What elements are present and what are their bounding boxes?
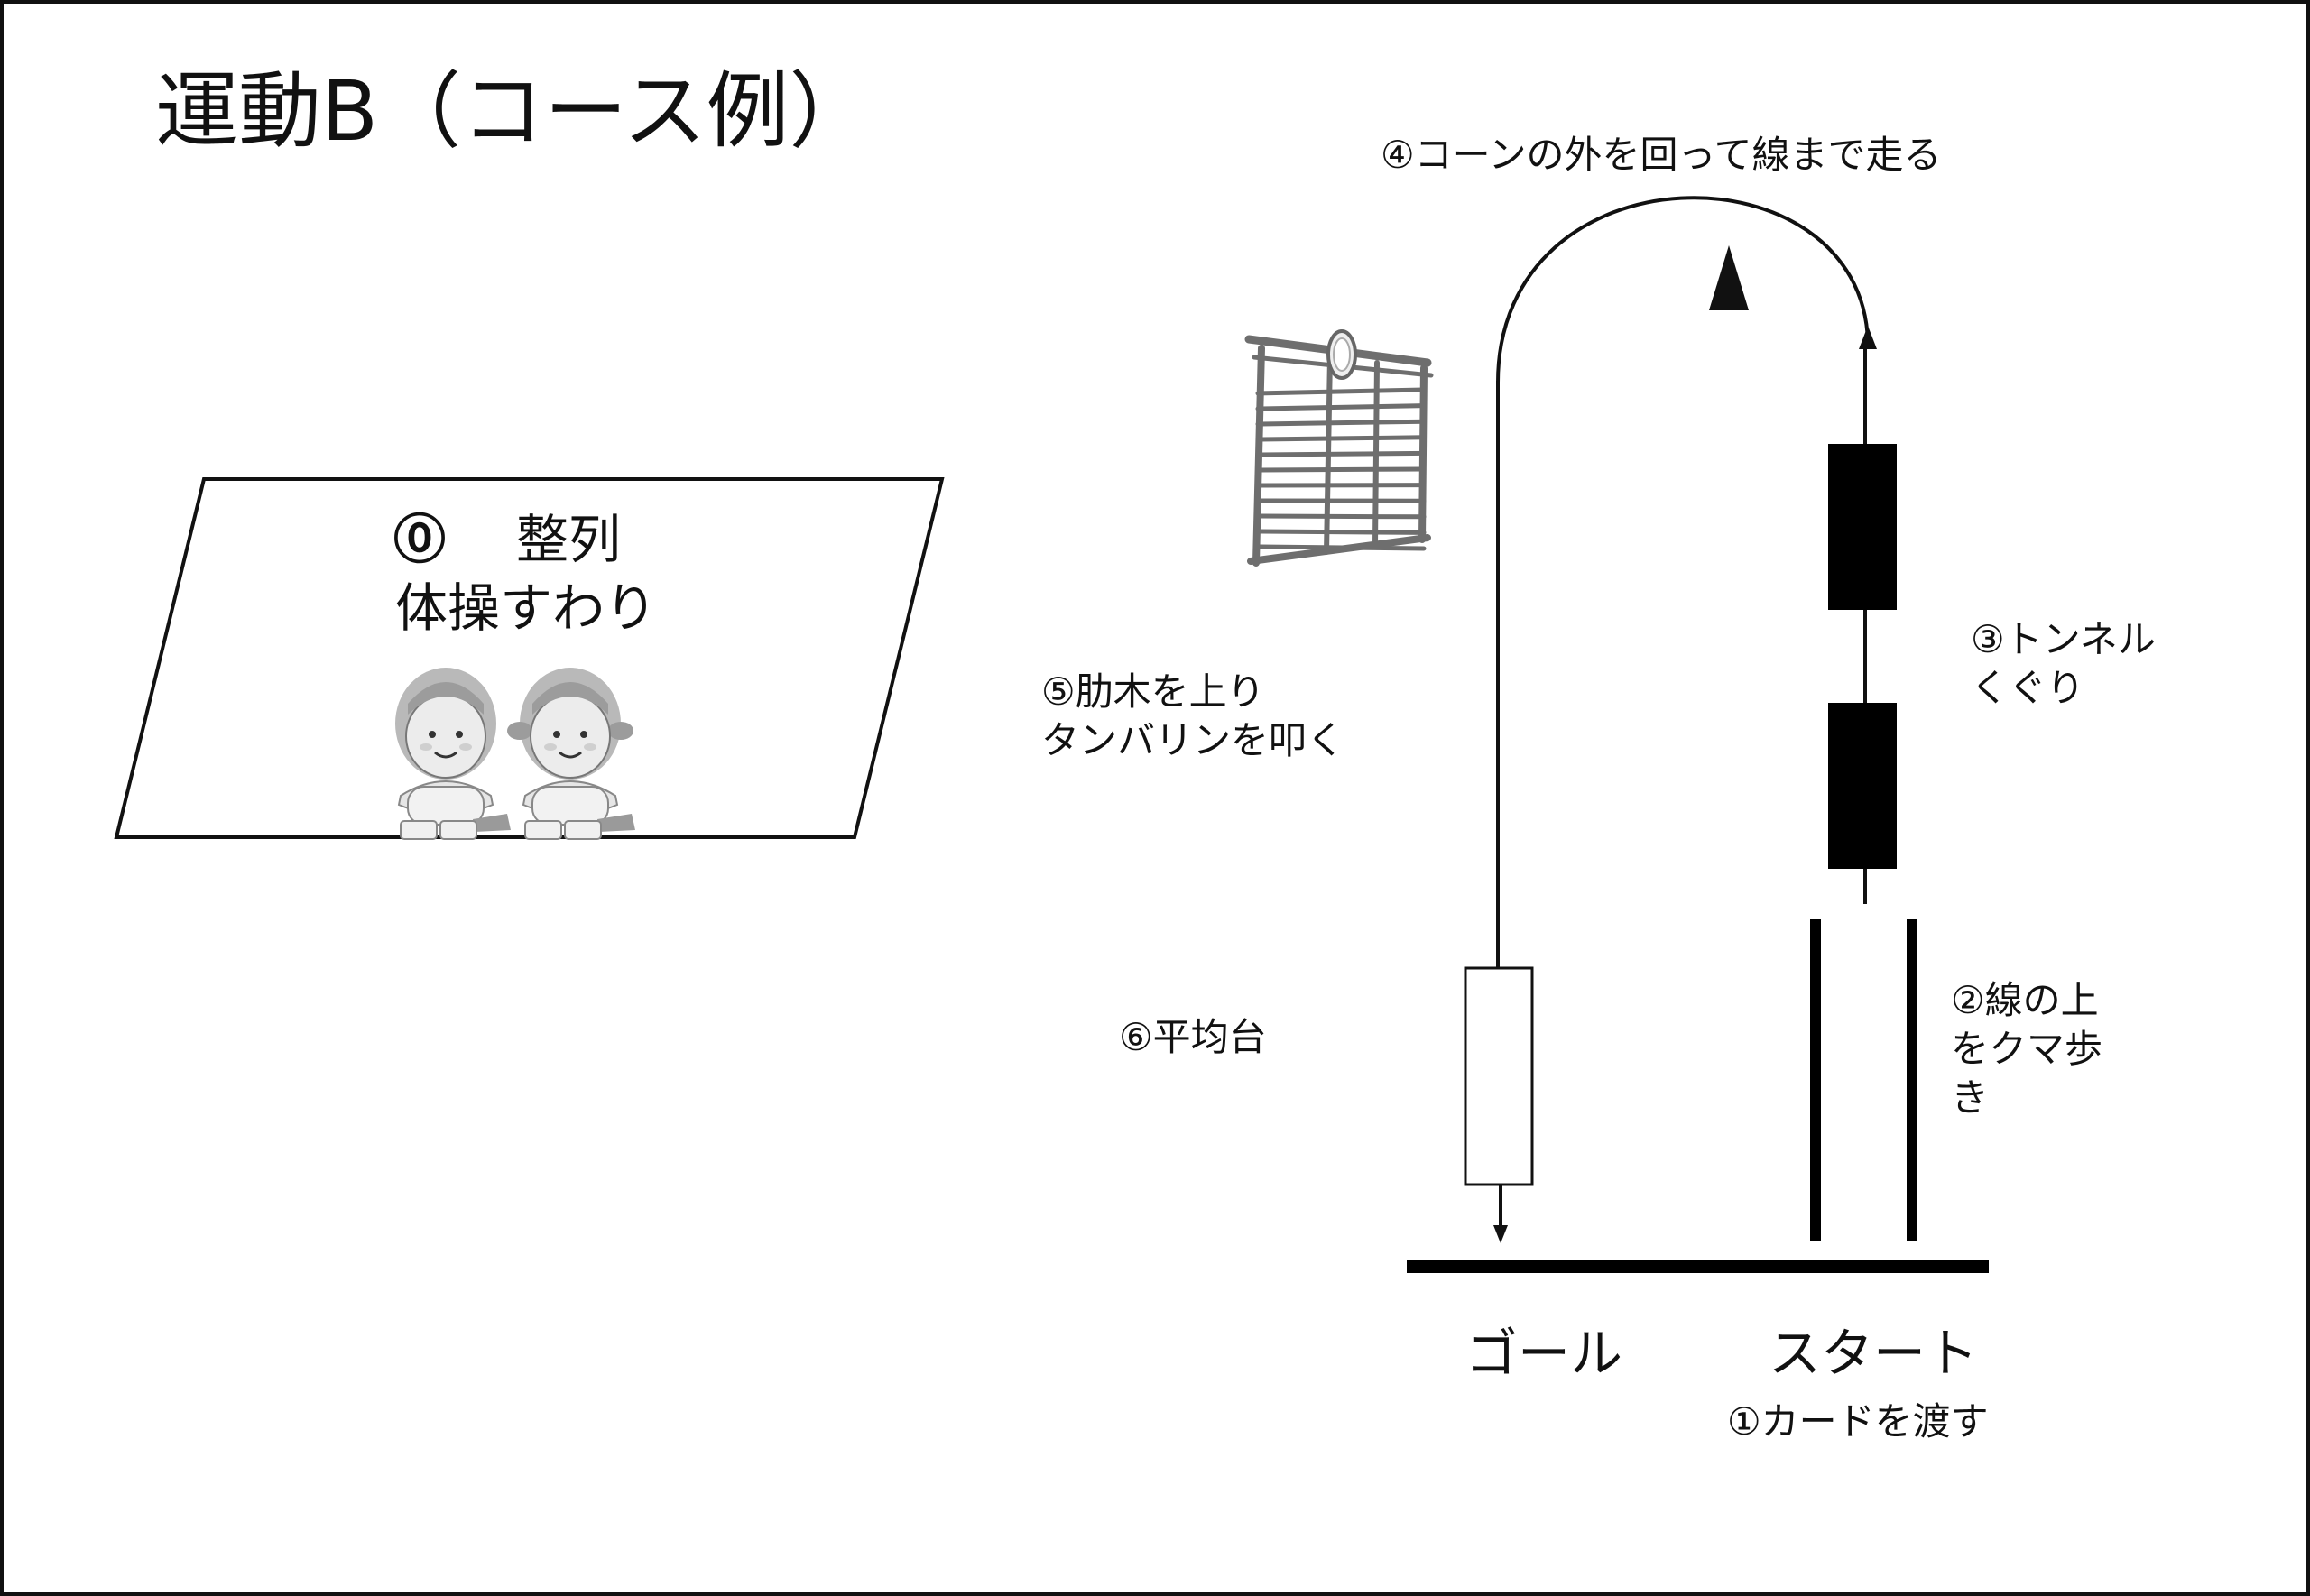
step4-label: ④コーンの外を回って線まで走る: [1381, 133, 1942, 177]
wall-bar-rung: [1255, 513, 1427, 520]
children-sitting-icon: [395, 668, 635, 840]
wall-bar-rung: [1255, 419, 1427, 427]
start-label: スタート: [1769, 1323, 1979, 1384]
wall-bar-rung: [1255, 435, 1427, 442]
formation-posture: 体操すわり: [395, 577, 658, 639]
tunnel-icon: [1828, 703, 1897, 869]
cone-icon: [1709, 245, 1749, 310]
formation-area: [114, 477, 945, 839]
wall-bar-rung: [1255, 529, 1427, 535]
goal-label: ゴール: [1465, 1323, 1623, 1384]
run-around-path: [1496, 196, 1870, 383]
step6-label: ⑥平均台: [1119, 1015, 1267, 1059]
page-title: 運動B（コース例）: [155, 63, 873, 160]
step2-label: ②線の上 をクマ歩 き: [1951, 978, 2103, 1120]
step5-label: ⑤肋木を上り タンバリンを叩く: [1041, 669, 1345, 762]
step1-label: ①カードを渡す: [1727, 1399, 1989, 1444]
balance-beam-icon: [1464, 966, 1534, 1186]
goal-arrowhead: [1493, 1225, 1508, 1243]
tambourine-icon: [1326, 329, 1357, 380]
arc-arrowhead: [1859, 326, 1877, 349]
wall-bar-rung: [1255, 466, 1427, 473]
course-layout: [114, 196, 1989, 1273]
wall-bar-rung: [1255, 450, 1427, 457]
tunnel-icon: [1828, 444, 1897, 610]
wall-bar-rung: [1255, 387, 1427, 396]
formation-label: 整列: [516, 509, 622, 570]
step3-label: ③トンネル くぐり: [1971, 617, 2156, 710]
formation-number: ⓪: [393, 509, 447, 570]
wall-bar-rung: [1255, 403, 1427, 411]
